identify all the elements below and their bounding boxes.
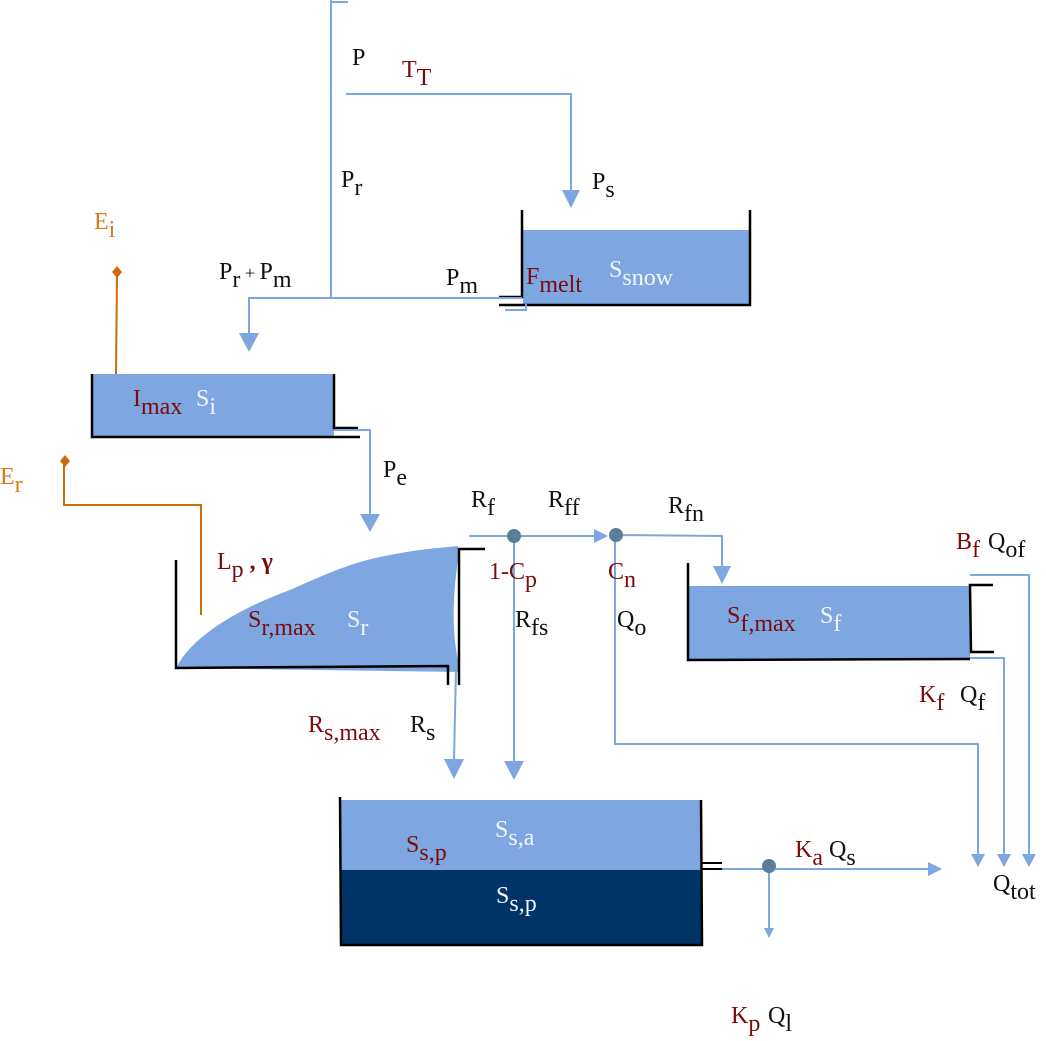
label-kp: Kp [731,1003,761,1037]
label-pm: Pm [446,265,479,299]
rs-line [453,667,457,761]
fast-store [686,563,1036,867]
ka-split-node [762,859,776,873]
fast-store-right-wall [968,583,994,654]
label-rf: Rf [471,487,496,521]
interception-right-wall [332,374,358,430]
label-ei: Ei [94,209,116,243]
label-p: P [352,45,366,71]
label-srmax: Sr,max [248,607,316,641]
rootzone-store [174,546,485,685]
effective-precip-arrowhead [360,514,380,532]
label-qtot: Qtot [993,871,1036,905]
label-pr: Pr [341,167,363,201]
label-ssp-param: Ss,p [406,832,447,866]
interception-evaporation [112,266,122,375]
rfn-arrowhead [713,566,731,584]
label-imax: Imax [133,386,183,420]
label-rs: Rs [410,712,436,746]
rfs-arrowhead [504,761,524,780]
ei-line [115,272,118,375]
snow-store-left-wall [499,210,524,299]
slow-store [338,796,942,947]
precipitation-input [330,0,348,298]
rff-arrowhead [594,529,608,543]
label-lp-gamma: Lp , γ [217,549,273,583]
er-diamond-icon [60,455,70,467]
rain-plus-melt-flow [239,297,522,352]
snow-outlet-line [505,304,527,311]
rootzone-left-bottom-wall [174,560,450,685]
label-ql: Ql [768,1003,793,1037]
label-ka: Ka [795,837,823,871]
fast-store-fill [689,586,970,659]
label-qf: Qf [960,682,986,716]
label-qo: Qo [617,607,647,641]
qf-line [970,657,1005,855]
snow-store-fill [523,230,750,306]
label-sf: Sf [820,603,842,637]
cn-split-node [609,528,623,542]
label-sfmax: Sf,max [727,603,796,637]
label-1-cp: 1-Cp [489,559,537,593]
interception-store [90,374,380,532]
label-rsmax: Rs,max [308,712,381,746]
qo-line [614,536,979,855]
ei-diamond-icon [112,266,122,278]
label-ssnow: Ssnow [609,257,674,291]
qf-arrowhead [997,854,1011,867]
snow-store-bottom-right-wall [499,210,752,307]
rs-arrowhead [444,759,464,779]
qof-arrowhead [1022,854,1036,867]
label-ssp: Ss,p [496,883,537,917]
interception-store-fill [92,374,334,437]
label-ps: Ps [592,169,615,203]
fast-runoff-network [469,528,985,867]
cp-split-node [507,529,521,543]
percolation-flow [444,667,464,779]
rootzone-store-fill [176,546,460,672]
label-ssa: Ss,a [495,817,535,851]
label-rfs: Rfs [515,607,549,641]
label-rfn: Rfn [668,493,705,527]
effective-precip-line [334,429,371,515]
qs-arrowhead [928,862,942,876]
label-tt: TT [402,57,432,91]
snowfall-arrowhead [562,190,580,208]
throughfall-line [248,297,331,334]
label-pe: Pe [383,457,408,491]
snowfall-line [346,93,572,190]
throughfall-arrowhead [239,333,259,352]
rootzone-evaporation [60,455,202,615]
label-fmelt: Fmelt [526,264,583,298]
label-qof: Qof [988,529,1026,563]
label-bf: Bf [956,529,981,563]
slow-store-passive-fill [341,870,701,945]
er-line [63,462,202,615]
interception-left-bottom-wall [90,374,360,439]
label-sr: Sr [347,607,369,641]
snow-split-flow [346,93,580,208]
label-si: Si [196,386,217,420]
qo-arrowhead [971,854,985,867]
snow-store [499,210,752,311]
rfn-line [615,534,723,566]
label-rff: Rff [548,487,580,521]
label-qs: Qs [829,837,856,871]
label-kf: Kf [919,682,945,716]
slow-store-active-fill [341,800,701,870]
fast-store-left-bottom-wall [686,563,971,662]
label-er: Er [0,464,23,498]
qof-line [970,574,1030,855]
label-pr-plus-pm: Pr + Pm [219,259,292,293]
label-cn: Cn [608,559,637,593]
rootzone-right-wall [457,547,485,685]
slow-store-walls [338,796,704,947]
ql-arrowhead [764,928,774,938]
